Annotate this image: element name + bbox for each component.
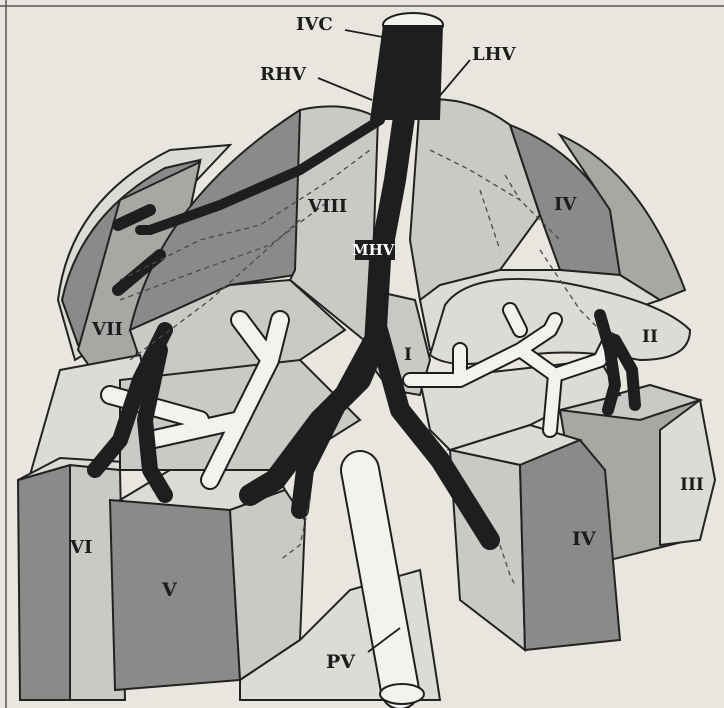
label-segment-iv-lower: IV <box>572 528 597 550</box>
label-rhv: RHV <box>260 64 307 85</box>
label-segment-viii: VIII <box>307 196 347 217</box>
label-segment-vi: VI <box>69 537 92 558</box>
label-lhv: LHV <box>472 44 517 65</box>
label-segment-ii: II <box>642 327 658 347</box>
label-segment-iii: III <box>680 475 704 495</box>
label-ivc: IVC <box>296 14 333 35</box>
label-segment-v: V <box>161 579 178 601</box>
label-segment-vii: VII <box>91 319 123 340</box>
label-pv: PV <box>326 651 356 673</box>
label-mhv: MHV <box>352 241 395 259</box>
segment-iv-lower-front-face <box>520 440 620 650</box>
label-segment-i: I <box>404 345 412 365</box>
label-segment-iv-upper: IV <box>554 194 577 215</box>
segment-vi-dark-face <box>18 465 70 700</box>
